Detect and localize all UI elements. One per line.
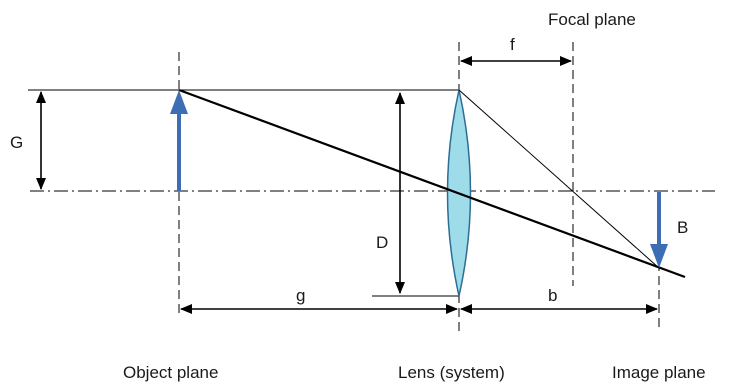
caption-lens-system: Lens (system) xyxy=(398,363,505,382)
caption-image-plane: Image plane xyxy=(612,363,706,382)
label-g: g xyxy=(296,286,305,305)
label-D: D xyxy=(376,233,388,252)
image-arrow xyxy=(650,192,668,268)
label-B: B xyxy=(677,218,688,237)
chief-ray xyxy=(178,88,686,279)
label-f: f xyxy=(510,35,515,54)
caption-object-plane: Object plane xyxy=(123,363,218,382)
object-arrow xyxy=(170,90,188,191)
label-G: G xyxy=(10,133,23,152)
focal-ray xyxy=(458,89,660,269)
label-focal-plane: Focal plane xyxy=(548,10,636,29)
label-b: b xyxy=(548,286,557,305)
